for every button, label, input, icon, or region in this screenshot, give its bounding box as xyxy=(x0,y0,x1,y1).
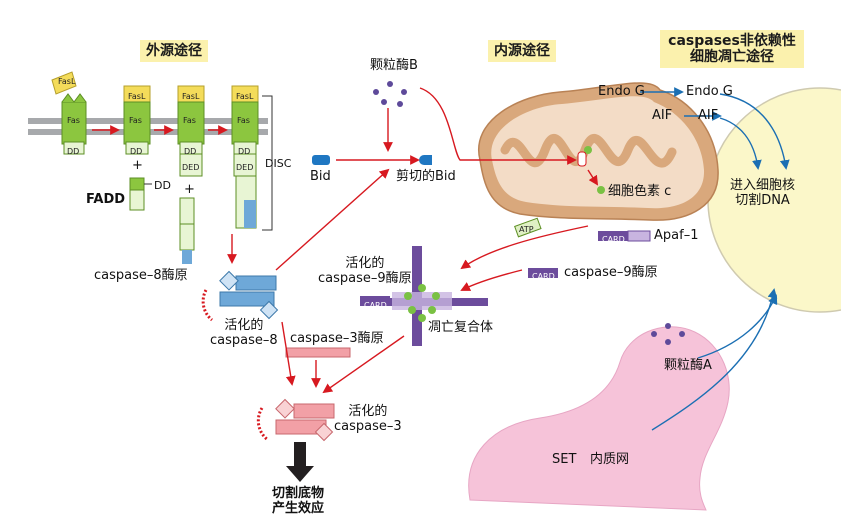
header-extrinsic: 外源途径 xyxy=(140,40,208,62)
procaspase9-protein xyxy=(528,268,558,278)
fasl-label-2: FasL xyxy=(128,92,146,101)
granzyme-a-label: 颗粒酶A xyxy=(664,358,712,373)
procaspase3-bar xyxy=(285,347,351,358)
apoptosome-label: 凋亡复合体 xyxy=(428,320,494,335)
active-caspase8-line1: 活化的 xyxy=(224,318,264,333)
fadd-dd-label: DD xyxy=(154,179,171,192)
procaspase9-label: caspase–9酶原 xyxy=(564,265,658,280)
active-caspase8-line2: caspase–8 xyxy=(210,333,278,348)
atp-label: ATP xyxy=(519,225,534,234)
cleave-substrate-label: 切割底物 产生效应 xyxy=(272,486,324,516)
apoptosome xyxy=(360,246,488,346)
fadd-protein xyxy=(129,177,152,211)
nucleus-label: 进入细胞核 切割DNA xyxy=(730,178,795,208)
active-caspase9-line2: caspase–9酶原 xyxy=(318,271,412,286)
blue-arrows xyxy=(640,87,790,431)
procaspase8-protein xyxy=(179,197,195,264)
endoplasmic-reticulum xyxy=(468,326,730,511)
cleaved-bid-label: 剪切的Bid xyxy=(396,169,456,184)
mito-pore xyxy=(577,151,587,167)
cleaved-bid-protein xyxy=(419,155,432,165)
cytochrome-c-label: 细胞色素 c xyxy=(608,184,672,199)
fas-fadd-complex xyxy=(177,85,205,177)
fas-receptor-bound xyxy=(123,85,151,155)
active-caspase3 xyxy=(256,398,335,442)
fasl-label-4: FasL xyxy=(236,92,254,101)
fasl-label-3: FasL xyxy=(182,92,200,101)
cleave-line1: 切割底物 xyxy=(272,486,325,501)
card-apaf1-label: CARD xyxy=(602,235,625,244)
active-caspase8 xyxy=(201,270,279,322)
nucleus-line1: 进入细胞核 xyxy=(730,178,796,193)
set-label: SET xyxy=(552,452,577,467)
cytochrome-c-molecule-2 xyxy=(584,146,592,154)
apaf1-protein xyxy=(598,230,651,242)
dd-label: DD xyxy=(67,147,80,156)
cytochrome-c-molecule xyxy=(597,186,605,194)
dd-label-2: DD xyxy=(130,147,143,156)
active-caspase9-line1: 活化的 xyxy=(345,256,385,271)
active-caspase3-line2: caspase–3 xyxy=(334,419,402,434)
cleave-line2: 产生效应 xyxy=(272,501,325,516)
card-apoptosome-label: CARD xyxy=(364,301,387,310)
effect-arrow xyxy=(286,442,314,482)
endo-g-out-label: Endo G xyxy=(686,84,733,99)
disc-bracket xyxy=(262,95,273,231)
fas-receptor-unbound xyxy=(51,71,87,155)
dd-label-3: DD xyxy=(184,147,197,156)
header-intrinsic: 内源途径 xyxy=(488,40,556,62)
granzyme-b-granules xyxy=(373,81,407,107)
fadd-label: FADD xyxy=(86,192,126,207)
atp-tag xyxy=(514,217,542,238)
dd-label-4: DD xyxy=(238,147,251,156)
procaspase3-label: caspase–3酶原 xyxy=(290,331,384,346)
ded-label: DED xyxy=(182,163,200,172)
header-independent-line1: caspases非依赖性 xyxy=(668,33,796,49)
fas-label-2: Fas xyxy=(129,116,142,125)
active-caspase8-label: 活化的 caspase–8 xyxy=(210,318,278,348)
aif-mito-label: AIF xyxy=(652,108,673,123)
nucleus-line2: 切割DNA xyxy=(735,193,790,208)
disc-complex xyxy=(231,85,259,229)
bid-label: Bid xyxy=(310,169,331,184)
active-caspase3-line1: 活化的 xyxy=(348,404,388,419)
active-caspase3-label: 活化的 caspase–3 xyxy=(334,404,402,434)
plus-sign-2: + xyxy=(184,182,195,197)
active-caspase9-label: 活化的 caspase–9酶原 xyxy=(318,256,412,286)
header-independent: caspases非依赖性 细胞凋亡途径 xyxy=(660,30,804,68)
fas-label: Fas xyxy=(67,116,80,125)
er-label: 内质网 xyxy=(590,452,630,467)
ded-label-2: DED xyxy=(236,163,254,172)
aif-out-label: AIF xyxy=(698,108,719,123)
bid-protein xyxy=(312,155,330,165)
endo-g-mito-label: Endo G xyxy=(598,84,645,99)
granzyme-a-granules xyxy=(651,323,685,345)
plus-sign-1: + xyxy=(132,158,143,173)
granzyme-b-label: 颗粒酶B xyxy=(370,58,418,73)
fas-label-3: Fas xyxy=(183,116,196,125)
fas-label-4: Fas xyxy=(237,116,250,125)
apaf1-label: Apaf–1 xyxy=(654,228,699,243)
card-procaspase9-label: CARD xyxy=(532,272,555,281)
red-arrows xyxy=(92,87,599,394)
disc-label: DISC xyxy=(265,157,292,170)
header-independent-line2: 细胞凋亡途径 xyxy=(690,49,774,65)
mitochondrion xyxy=(477,82,719,221)
fasl-label: FasL xyxy=(58,77,76,86)
procaspase8-label: caspase–8酶原 xyxy=(94,268,188,283)
